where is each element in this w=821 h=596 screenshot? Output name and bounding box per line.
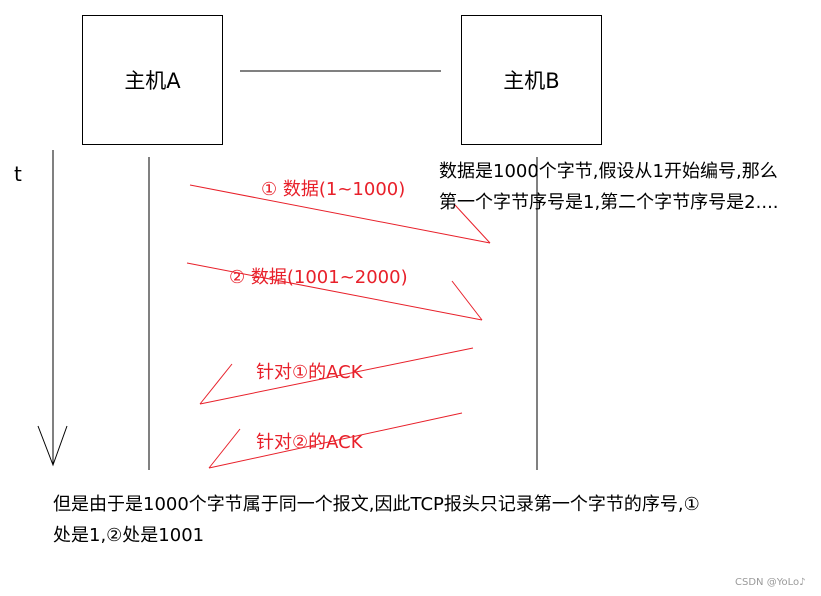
host-a-label: 主机A	[124, 69, 181, 93]
host-b-label: 主机B	[503, 69, 560, 93]
ack2-arrow	[208, 412, 463, 469]
note-bottom-line-1: 但是由于是1000个字节属于同一个报文,因此TCP报头只记录第一个字节的序号,①	[53, 494, 700, 515]
note-bottom: 但是由于是1000个字节属于同一个报文,因此TCP报头只记录第一个字节的序号,①…	[53, 489, 700, 551]
ack1-arrow	[199, 347, 474, 405]
msg2-label: ② 数据(1001~2000)	[229, 267, 408, 288]
note-right-line-1: 数据是1000个字节,假设从1开始编号,那么	[439, 161, 778, 182]
msg1-arrowhead	[454, 204, 491, 244]
host-b-box: 主机B	[461, 15, 602, 145]
msg2-arrow	[186, 262, 483, 321]
time-axis-arrowhead	[37, 425, 68, 467]
note-bottom-line-2: 处是1,②处是1001	[53, 525, 205, 546]
host-a-box: 主机A	[82, 15, 223, 145]
note-right-line-2: 第一个字节序号是1,第二个字节序号是2....	[439, 192, 779, 213]
ack1-arrowhead	[199, 363, 233, 405]
time-label: t	[14, 162, 22, 186]
note-right: 数据是1000个字节,假设从1开始编号,那么 第一个字节序号是1,第二个字节序号…	[439, 156, 779, 218]
ack1-label: 针对①的ACK	[256, 362, 363, 383]
watermark: CSDN @YoLo♪	[735, 577, 806, 588]
ack2-label: 针对②的ACK	[256, 432, 363, 453]
msg1-arrow	[189, 184, 491, 244]
msg1-label: ① 数据(1~1000)	[261, 179, 406, 200]
ack2-arrowhead	[208, 428, 241, 469]
msg2-arrowhead	[451, 280, 483, 321]
